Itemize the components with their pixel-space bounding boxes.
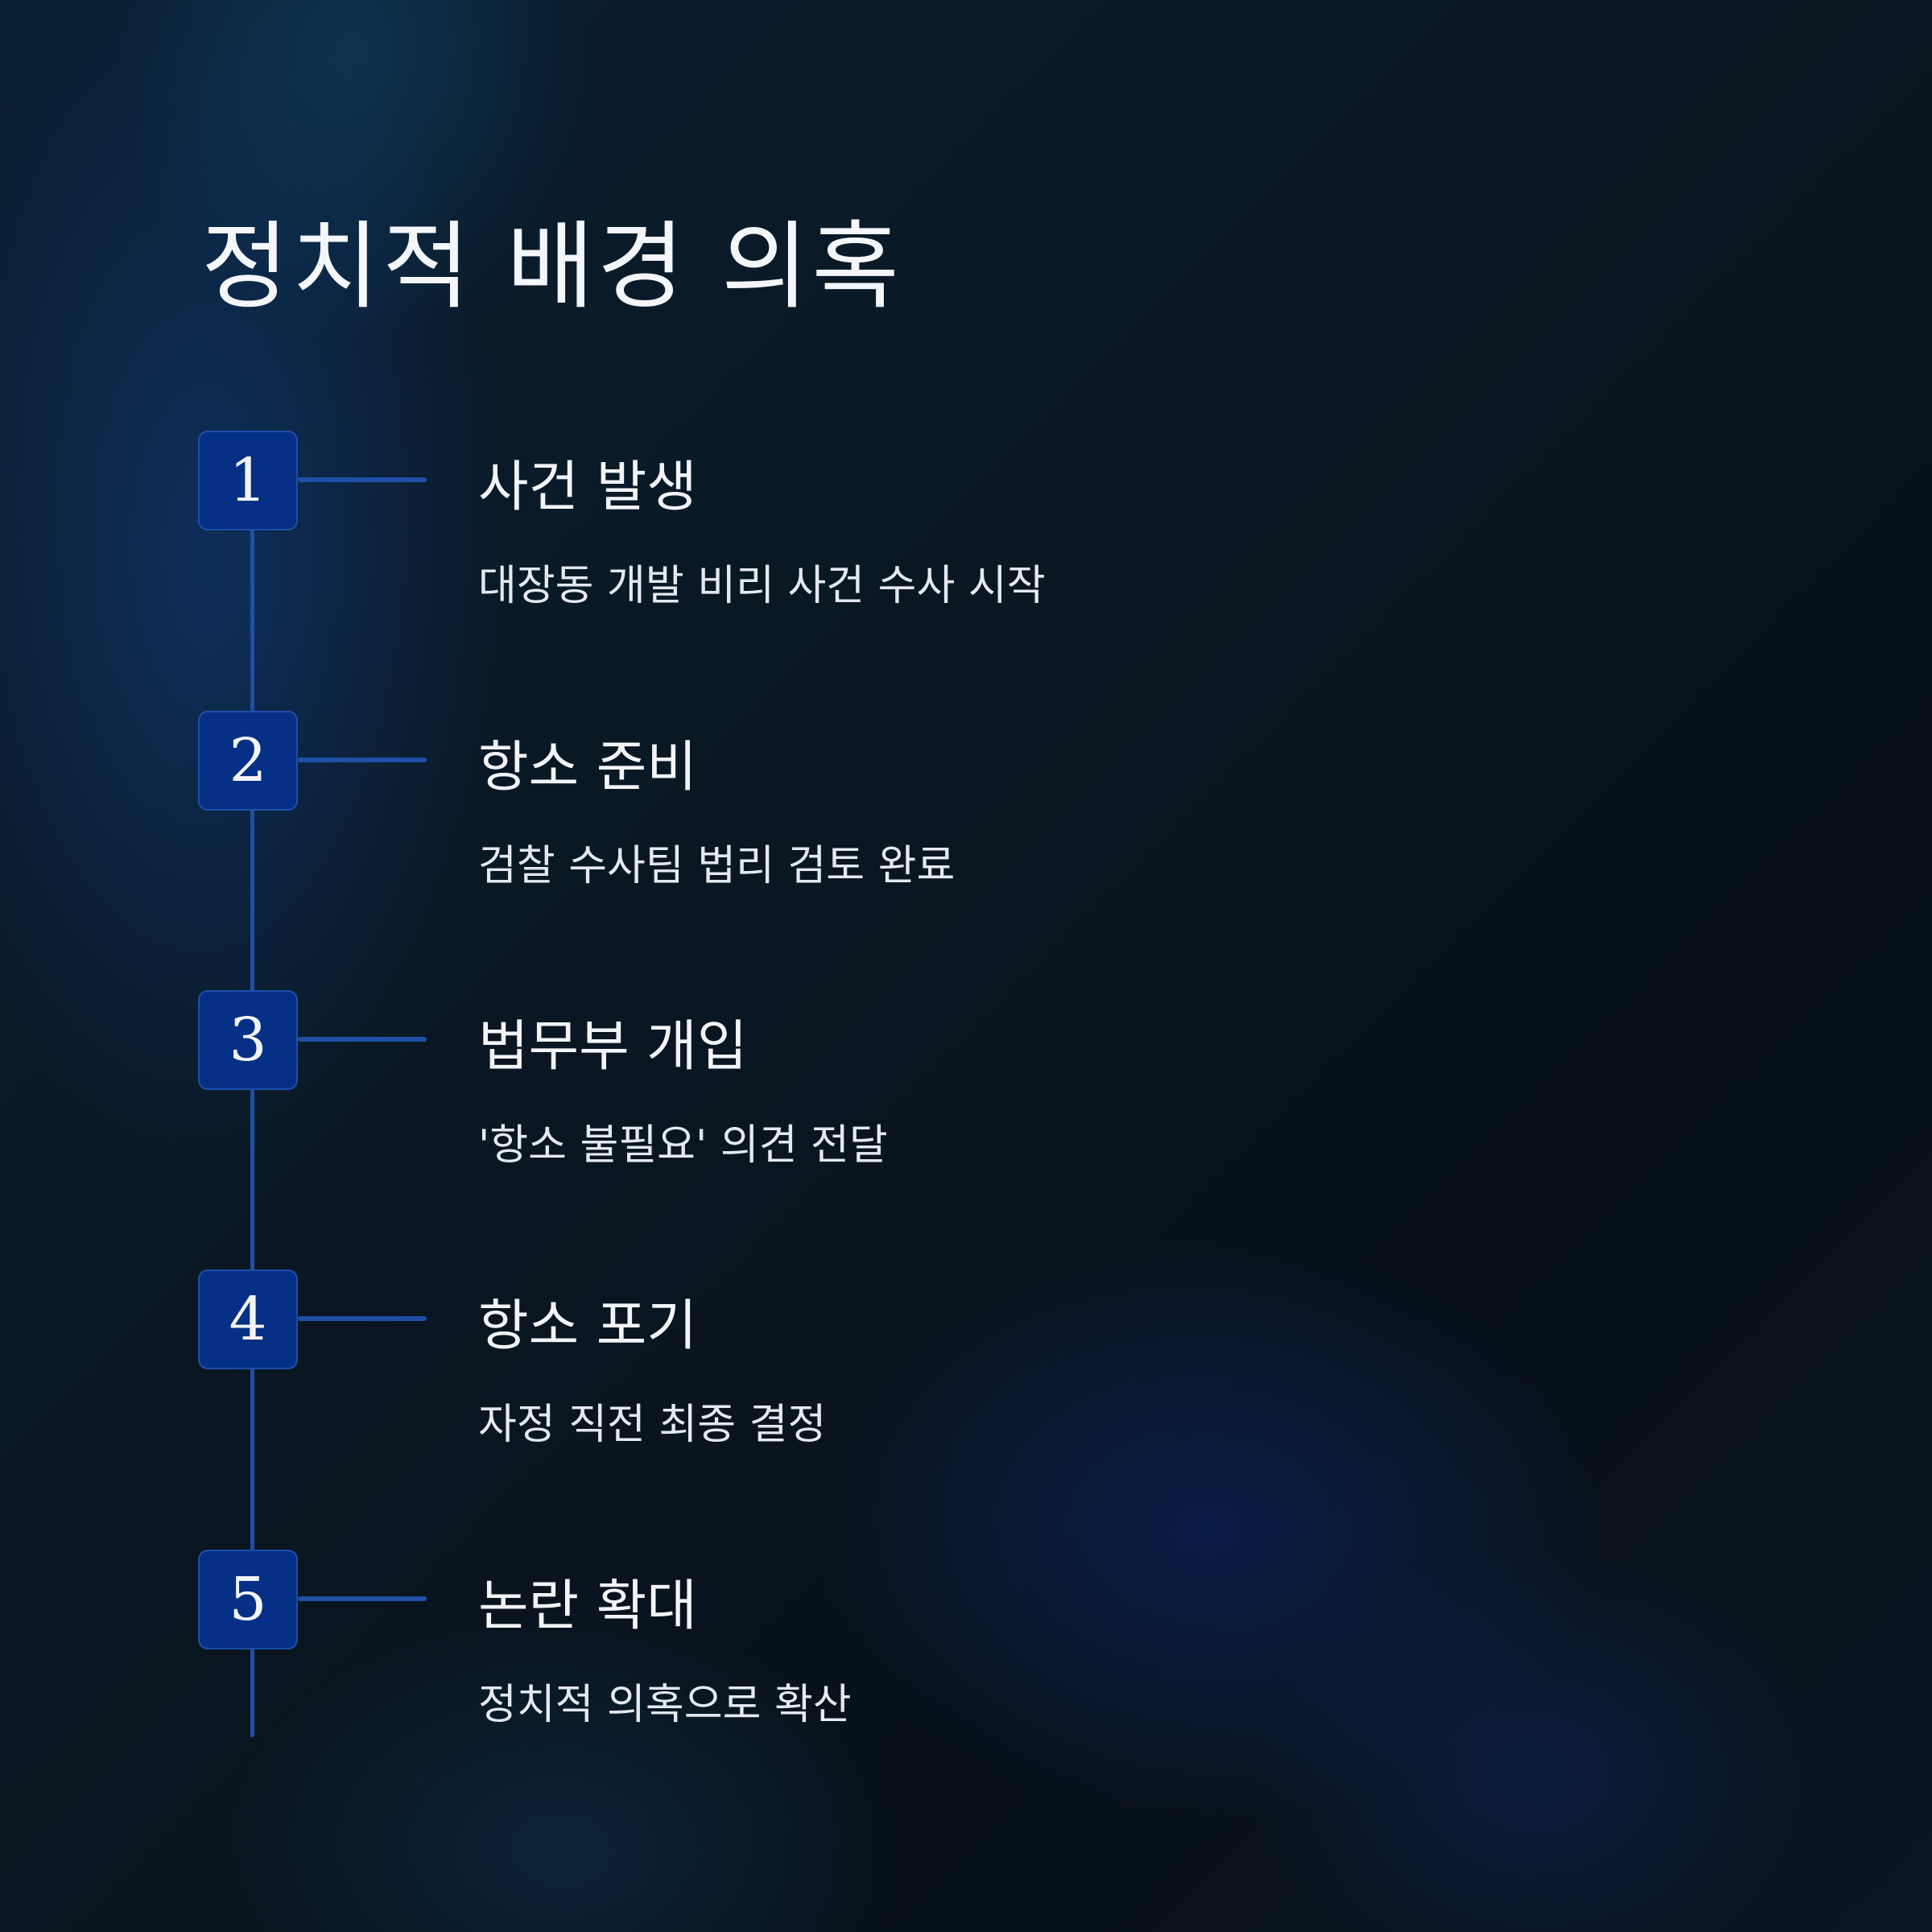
page-title: 정치적 배경 의혹 — [201, 211, 902, 322]
step-connector — [298, 1596, 427, 1601]
timeline-step-5: 5 논란 확대 정치적 의혹으로 확산 — [198, 1550, 1164, 1729]
step-title: 항소 포기 — [478, 1294, 697, 1358]
step-description: 대장동 개발 비리 사건 수사 시작 — [478, 562, 1046, 610]
step-number-badge: 5 — [198, 1550, 298, 1649]
timeline-step-3: 3 법무부 개입 '항소 불필요' 의견 전달 — [198, 990, 1164, 1170]
step-connector — [298, 477, 427, 482]
step-description: 정치적 의혹으로 확산 — [478, 1681, 852, 1729]
step-description: 자정 직전 최종 결정 — [478, 1401, 827, 1449]
step-number-badge: 4 — [198, 1269, 298, 1369]
step-number-badge: 3 — [198, 990, 298, 1090]
timeline-step-1: 1 사건 발생 대장동 개발 비리 사건 수사 시작 — [198, 431, 1164, 610]
step-connector — [298, 758, 427, 762]
step-description: 검찰 수사팀 법리 검토 완료 — [478, 842, 956, 890]
step-title: 사건 발생 — [478, 456, 697, 519]
timeline-line — [250, 483, 254, 1737]
step-connector — [298, 1037, 427, 1042]
timeline-step-2: 2 항소 준비 검찰 수사팀 법리 검토 완료 — [198, 711, 1164, 890]
step-title: 논란 확대 — [478, 1575, 697, 1638]
step-number-badge: 1 — [198, 431, 298, 530]
step-title: 항소 준비 — [478, 736, 697, 799]
step-number-badge: 2 — [198, 711, 298, 811]
step-connector — [298, 1316, 427, 1321]
step-description: '항소 불필요' 의견 전달 — [478, 1121, 888, 1170]
timeline-step-4: 4 항소 포기 자정 직전 최종 결정 — [198, 1269, 1164, 1449]
step-title: 법무부 개입 — [478, 1015, 748, 1079]
